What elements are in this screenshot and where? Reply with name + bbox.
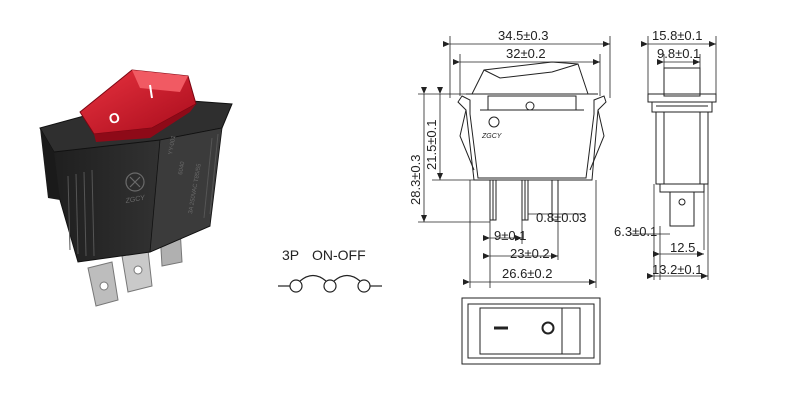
red-rocker: O xyxy=(79,69,197,142)
top-view-drawing xyxy=(461,297,601,365)
side-view-dimension-labels: 15.8±0.1 9.8±0.1 6.3±0.1 12.5 13.2±0.1 xyxy=(614,28,703,277)
schematic-arc-1 xyxy=(299,274,327,282)
front-brand-text: ZGCY xyxy=(481,133,503,140)
photo-marking-1: YY-001 xyxy=(168,134,177,155)
side-view-drawing xyxy=(647,67,717,227)
dim-terminal-width: 6.3±0.1 xyxy=(614,224,657,239)
brand-logo-icon xyxy=(125,172,145,192)
front-view-drawing: ZGCY xyxy=(457,61,607,221)
product-photo: ZGCY YY-001 6040 3A 250VAC T85/55 O xyxy=(39,69,233,307)
dim-overall-depth: 15.8±0.1 xyxy=(652,28,703,43)
front-view-dimensions xyxy=(418,36,611,288)
photo-brand-text: ZGCY xyxy=(124,194,147,205)
top-view-rocker xyxy=(479,307,581,355)
switch-housing: ZGCY YY-001 6040 3A 250VAC T85/55 xyxy=(39,97,233,263)
schematic-contact-2 xyxy=(323,279,337,293)
front-terminal-pins xyxy=(489,179,559,221)
photo-off-symbol: O xyxy=(107,109,121,127)
front-brand-logo-icon xyxy=(488,116,500,128)
side-terminal-pin xyxy=(669,191,695,227)
side-view-dimensions xyxy=(630,36,717,280)
front-body-outline xyxy=(457,95,607,181)
dim-rocker-width: 32±0.2 xyxy=(506,46,546,61)
top-off-symbol xyxy=(541,321,555,335)
dim-body-width: 26.6±0.2 xyxy=(502,266,553,281)
schematic-contact-3 xyxy=(357,279,371,293)
dim-terminal-offset: 9±0.1 xyxy=(494,228,526,243)
schematic-function-label: ON-OFF xyxy=(312,247,366,263)
schematic-poles-label: 3P xyxy=(282,247,299,263)
dim-body-depth: 12.5 xyxy=(670,240,695,255)
schematic-contact-1 xyxy=(289,279,303,293)
dim-base-depth: 13.2±0.1 xyxy=(652,262,703,277)
dim-overall-width: 34.5±0.3 xyxy=(498,28,549,43)
front-view-dimension-labels: 34.5±0.3 32±0.2 28.3±0.3 21.5±0.1 0.8±0.… xyxy=(408,28,587,281)
dim-terminal-thickness: 0.8±0.03 xyxy=(536,210,587,225)
dim-body-height: 21.5±0.1 xyxy=(424,119,439,170)
photo-on-symbol xyxy=(149,84,153,99)
dim-terminal-span: 23±0.2 xyxy=(510,246,550,261)
schematic-arc-2 xyxy=(333,274,361,282)
dim-total-height: 28.3±0.3 xyxy=(408,154,423,205)
photo-marking-2: 6040 xyxy=(178,161,186,176)
side-rocker-outline xyxy=(663,67,701,97)
switch-schematic: 3P ON-OFF xyxy=(278,247,382,293)
dim-rocker-depth: 9.8±0.1 xyxy=(657,46,700,61)
